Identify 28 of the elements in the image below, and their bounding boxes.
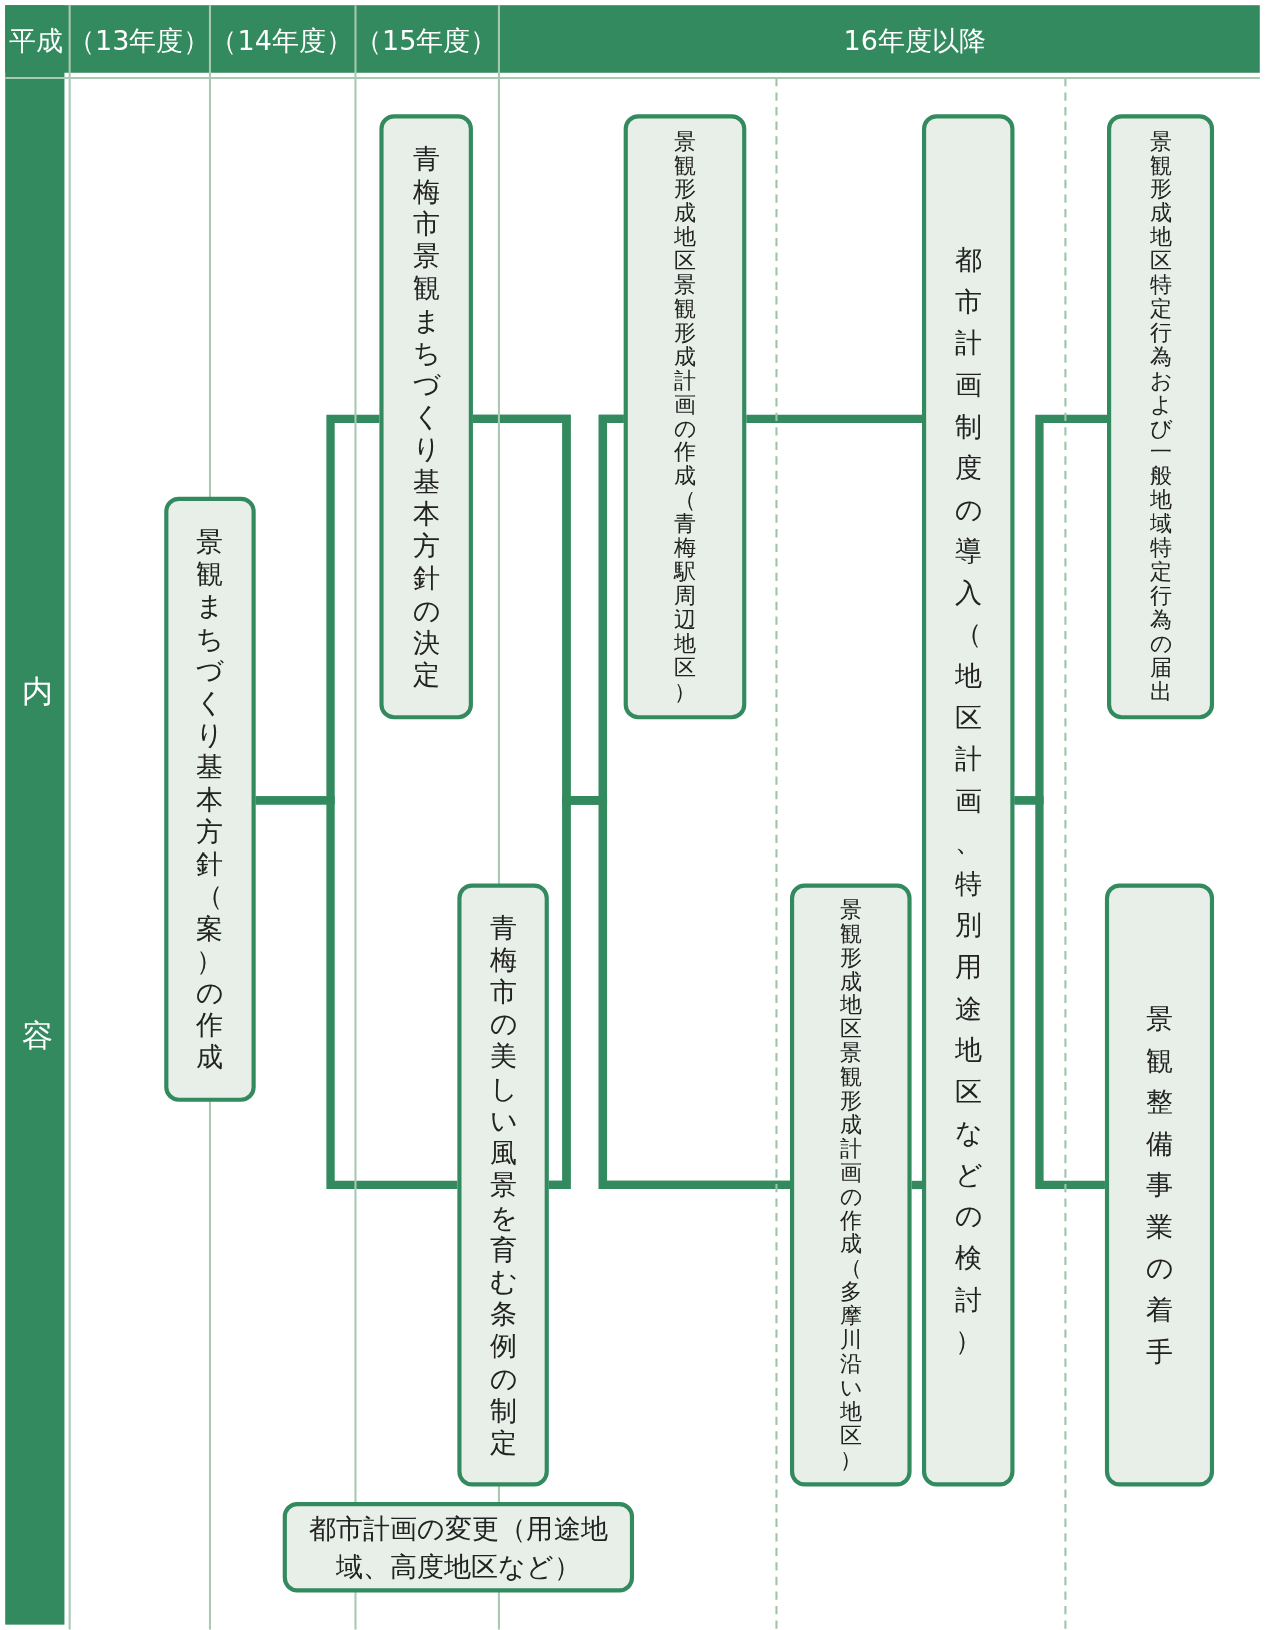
step-text: 都市計画制度の導入（地区計画、特別用途地区などの検討） bbox=[954, 243, 982, 1359]
step-text: 青梅市の美しい風景を育む条例の制定 bbox=[489, 911, 517, 1459]
step-text: 景観形成地区景観形成計画の作成（多摩川沿い地区） bbox=[839, 898, 862, 1472]
step-text: 景観形成地区景観形成計画の作成（青梅駅周辺地区） bbox=[674, 129, 696, 704]
step-box bbox=[379, 114, 473, 720]
step-box bbox=[457, 883, 549, 1487]
connector-line bbox=[1014, 414, 1107, 805]
step-text: 景観まちづくり基本方針（案）の作成 bbox=[196, 525, 224, 1074]
column-header: 16年度以降 bbox=[843, 24, 986, 59]
connector-line bbox=[746, 414, 922, 424]
step-text: 景観整備事業の着手 bbox=[1146, 1002, 1173, 1369]
step-text: 都市計画の変更（用途地域、高度地区など） bbox=[308, 1511, 609, 1584]
column-header: 平成 bbox=[9, 24, 64, 59]
connector-line bbox=[255, 414, 380, 805]
step-box bbox=[164, 496, 256, 1102]
connector-line bbox=[472, 414, 624, 805]
step-box bbox=[1104, 883, 1215, 1487]
step-text: 青梅市景観まちづくり基本方針の決定 bbox=[412, 142, 440, 691]
row-header: 内容 bbox=[19, 649, 58, 1336]
step-box bbox=[789, 883, 912, 1487]
step-text: 景観形成地区特定行為および一般地域特定行為の届出 bbox=[1149, 129, 1172, 704]
column-header: （14年度） bbox=[210, 24, 353, 59]
step-box bbox=[922, 114, 1015, 1487]
step-box bbox=[1107, 114, 1215, 720]
column-header: （13年度） bbox=[68, 24, 211, 59]
step-box bbox=[282, 1502, 635, 1593]
column-header: （15年度） bbox=[354, 24, 498, 59]
step-box bbox=[623, 114, 747, 720]
